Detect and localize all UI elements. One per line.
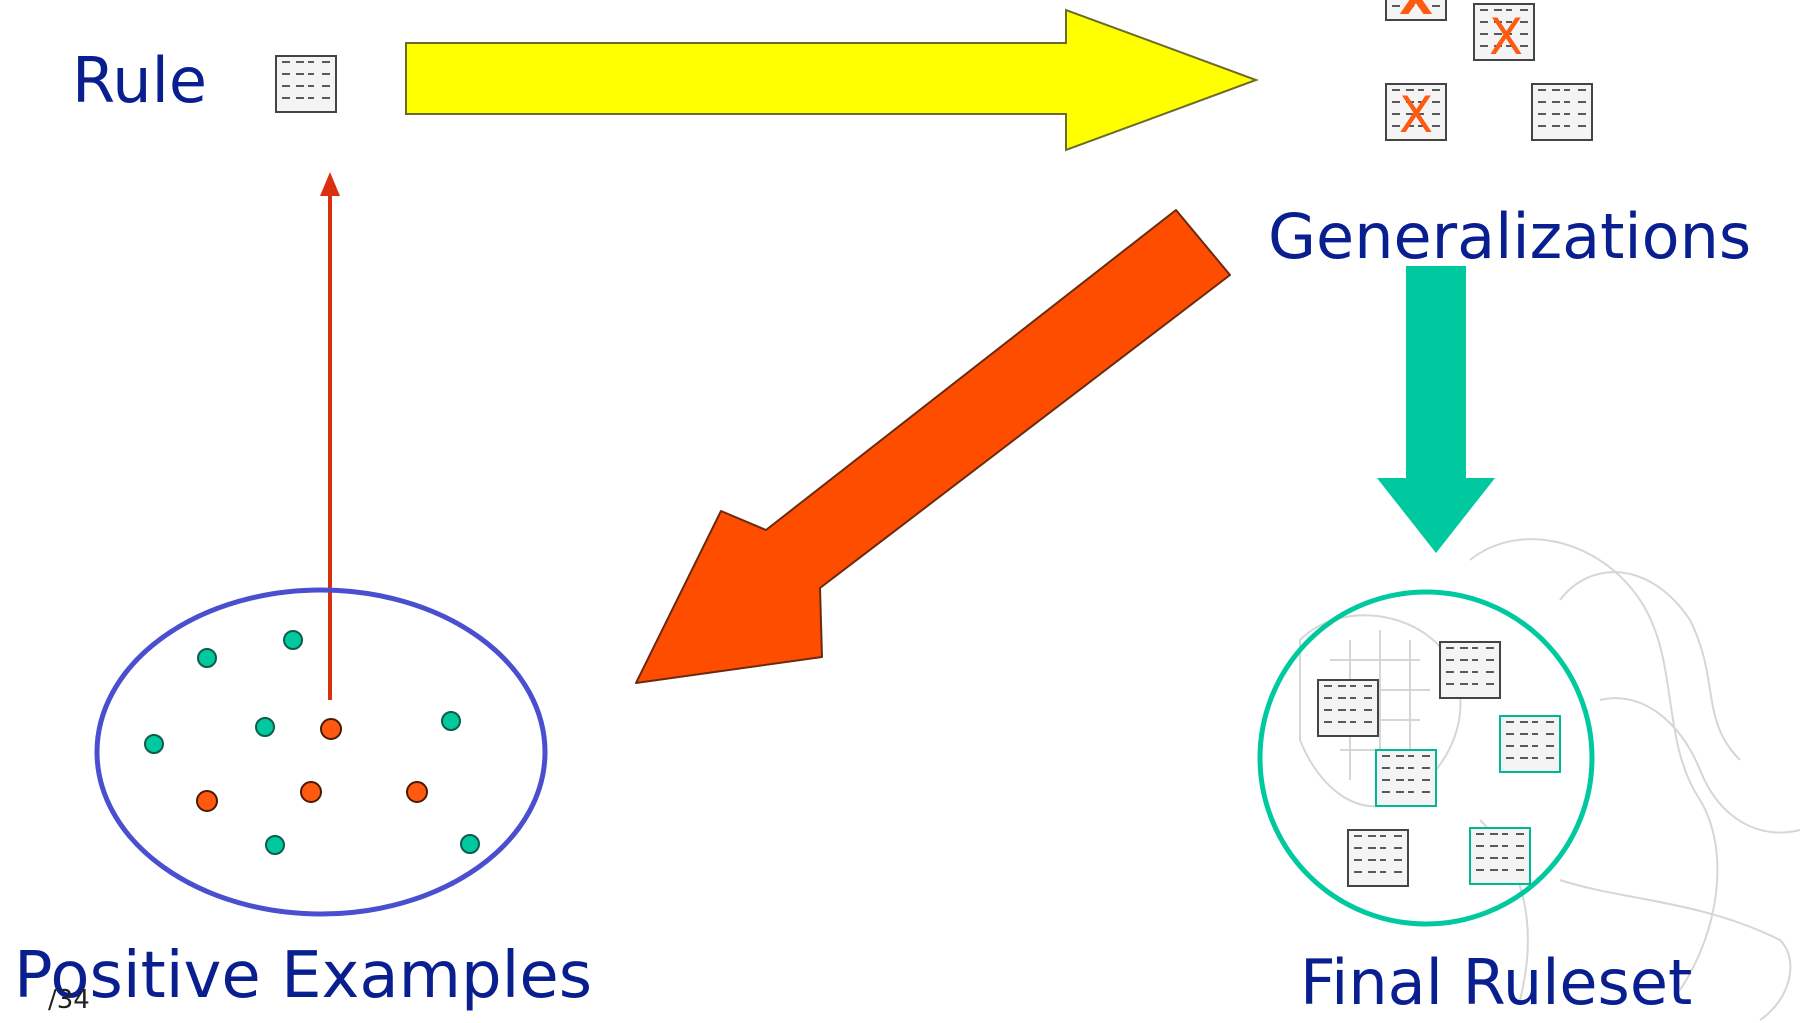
example-dot bbox=[283, 630, 303, 650]
generalization-card-accepted bbox=[1531, 83, 1593, 141]
generalization-card-rejected: X bbox=[1385, 0, 1447, 25]
rule-card-icon bbox=[1469, 827, 1531, 885]
positive-example-dots bbox=[144, 630, 480, 855]
final-rule-cards bbox=[1317, 641, 1561, 887]
generalization-card-rejected: X bbox=[1473, 3, 1535, 66]
example-dot bbox=[265, 835, 285, 855]
covered-example-dots bbox=[196, 718, 428, 812]
example-dot bbox=[255, 717, 275, 737]
example-dot bbox=[441, 711, 461, 731]
rule-card-icon bbox=[275, 55, 337, 113]
positive-examples-ellipse bbox=[94, 587, 548, 917]
x-mark-icon: X bbox=[1399, 0, 1433, 25]
rule-card-icon bbox=[1375, 749, 1437, 807]
final-ruleset-label: Final Ruleset bbox=[1300, 946, 1693, 1019]
example-dot bbox=[144, 734, 164, 754]
example-dot bbox=[197, 648, 217, 668]
slide-number: /34 bbox=[48, 985, 90, 1015]
generalization-card-rejected: X bbox=[1385, 83, 1447, 144]
example-dot bbox=[300, 781, 322, 803]
final-ruleset-circle bbox=[1257, 589, 1595, 927]
example-dot bbox=[196, 790, 218, 812]
example-dot bbox=[320, 718, 342, 740]
rule-card-icon bbox=[1347, 829, 1409, 887]
rule-card-icon bbox=[1317, 679, 1379, 737]
x-mark-icon: X bbox=[1489, 8, 1523, 66]
rule-label: Rule bbox=[72, 44, 207, 117]
rule-card-icon bbox=[1439, 641, 1501, 699]
rule-card-icon bbox=[1499, 715, 1561, 773]
generalizations-label: Generalizations bbox=[1268, 200, 1752, 273]
teal-arrow bbox=[1377, 266, 1495, 553]
yellow-arrow bbox=[405, 8, 1259, 152]
positive-examples-label: Positive Examples bbox=[14, 939, 593, 1013]
x-mark-icon: X bbox=[1399, 86, 1433, 144]
example-dot bbox=[460, 834, 480, 854]
example-dot bbox=[406, 781, 428, 803]
red-arrow-head bbox=[320, 172, 340, 196]
orange-arrow bbox=[635, 209, 1231, 684]
